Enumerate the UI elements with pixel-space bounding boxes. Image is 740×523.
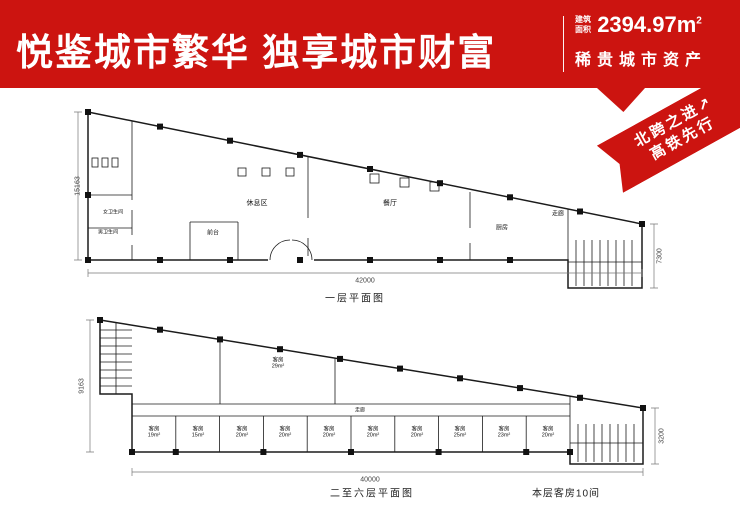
building-area-label: 建筑面积 xyxy=(575,15,591,34)
floor-plan-1-drawing xyxy=(74,109,658,289)
header-banner: 悦鉴城市繁华 独享城市财富 建筑面积 2394.97m2 稀贵城市资产 xyxy=(0,0,740,88)
plan1-caption: 一层平面图 xyxy=(325,293,385,305)
dim-plan1-right: 7300 xyxy=(656,248,664,264)
room-name: 客房 xyxy=(411,426,423,433)
room-label-kitchen: 厨房 xyxy=(495,225,509,232)
room-name: 客房 xyxy=(236,426,248,433)
room-name: 客房 xyxy=(498,426,510,433)
dim-plan1-left: 15163 xyxy=(74,176,82,196)
room-area: 20m² xyxy=(410,433,424,439)
room-name: 客房 xyxy=(148,426,160,433)
room-area: 20m² xyxy=(322,433,336,439)
plan2-room-count-note: 本层客房10间 xyxy=(531,488,601,500)
upper-room-area: 29m² xyxy=(271,364,285,370)
room-area: 20m² xyxy=(366,433,380,439)
room-label-dining: 餐厅 xyxy=(383,200,397,207)
room-label-women-wc: 女卫生间 xyxy=(102,209,124,216)
room-area: 20m² xyxy=(541,433,555,439)
room-area: 25m² xyxy=(453,433,467,439)
room-name: 客房 xyxy=(192,426,204,433)
room-label-reception: 前台 xyxy=(206,230,220,237)
dim-plan2-right: 3200 xyxy=(658,428,666,444)
floor-plan-1: 女卫生间 男卫生间 休息区 前台 餐厅 厨房 走廊 42000 15163 73… xyxy=(70,100,670,300)
dim-plan1-bottom: 42000 xyxy=(355,277,375,285)
room-area: 15m² xyxy=(191,433,205,439)
dim-plan2-bottom: 40000 xyxy=(360,476,380,484)
building-area-value: 2394.97m2 xyxy=(597,12,702,38)
corridor-label: 走廊 xyxy=(354,407,366,414)
room-label-corridor: 走廊 xyxy=(551,211,565,218)
header-subtitle: 稀贵城市资产 xyxy=(575,52,708,69)
floor-plan-2-drawing xyxy=(86,317,659,476)
upper-room-name: 客房 xyxy=(272,357,284,364)
building-area-sup: 2 xyxy=(696,15,702,27)
header-divider xyxy=(563,16,564,72)
building-area-number: 2394.97m xyxy=(597,12,697,37)
room-name: 客房 xyxy=(542,426,554,433)
room-name: 客房 xyxy=(279,426,291,433)
room-label-men-wc: 男卫生间 xyxy=(97,229,119,236)
room-area: 19m² xyxy=(147,433,161,439)
page-title: 悦鉴城市繁华 独享城市财富 xyxy=(16,32,497,73)
room-area: 23m² xyxy=(497,433,511,439)
dim-plan2-left: 9163 xyxy=(78,378,86,394)
header-right-block: 建筑面积 2394.97m2 稀贵城市资产 xyxy=(575,12,735,70)
room-area: 20m² xyxy=(235,433,249,439)
room-label-lounge: 休息区 xyxy=(246,200,268,207)
room-name: 客房 xyxy=(323,426,335,433)
room-label-upper: 客房 29m² xyxy=(272,358,285,371)
plan2-caption: 二至六层平面图 xyxy=(330,488,414,500)
building-area-row: 建筑面积 2394.97m2 xyxy=(575,12,735,38)
room-name: 客房 xyxy=(454,426,466,433)
room-area: 20m² xyxy=(278,433,292,439)
room-name: 客房 xyxy=(367,426,379,433)
